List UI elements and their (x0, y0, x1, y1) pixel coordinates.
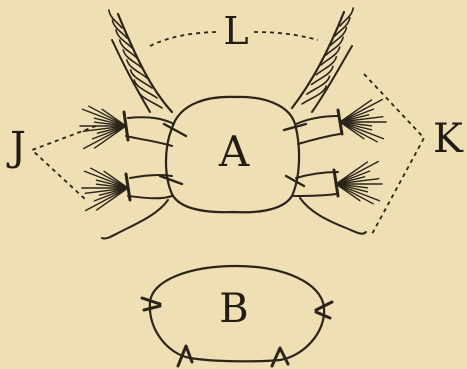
label-k: K (433, 116, 464, 162)
bristle-fan-left-upper (80, 106, 126, 148)
leader-line-k (364, 74, 424, 234)
label-a: A (218, 127, 250, 176)
label-b: B (219, 286, 248, 332)
label-j: J (6, 124, 26, 170)
trailing-filament-right (300, 198, 366, 234)
label-l: L (223, 9, 248, 53)
bristle-fan-right-lower (336, 162, 382, 204)
leader-line-j (32, 126, 96, 200)
plume-filament (120, 40, 137, 58)
bristle-fan-left-lower (82, 168, 128, 210)
trailing-filament-left (102, 200, 168, 239)
plume-filament (123, 50, 142, 68)
bristle (86, 188, 128, 210)
bristle-fan-right-upper (340, 100, 386, 142)
feather-appendage-right (292, 8, 353, 112)
feather-appendage-left (109, 10, 172, 112)
right-upper-stalk (284, 110, 342, 144)
bristle (336, 162, 378, 184)
bristle (84, 126, 126, 148)
bristle (340, 100, 382, 122)
